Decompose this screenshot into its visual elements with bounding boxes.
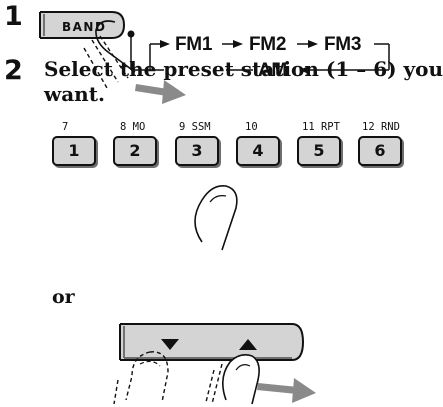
step-2-instruction-line2: want.: [44, 82, 105, 106]
preset-button-3[interactable]: 3: [175, 136, 219, 166]
preset-button-4[interactable]: 4: [236, 136, 280, 166]
finger-press-preset-icon: [194, 184, 238, 251]
or-text: or: [52, 286, 75, 308]
push-arrow-right-icon: [257, 378, 316, 403]
step-1-number: 1: [4, 1, 23, 32]
up-down-rocker-button[interactable]: [119, 323, 305, 361]
flow-label-fm1: FM1: [175, 34, 213, 55]
preset-button-5[interactable]: 5: [297, 136, 341, 166]
preset-5-top-label: 11 RPT: [302, 121, 340, 133]
flow-label-am: AM: [258, 60, 287, 81]
finger-press-icon: [83, 20, 136, 89]
preset-6-top-label: 12 RND: [362, 121, 400, 133]
up-down-rocker-illustration: [113, 323, 316, 405]
arrow-to-am-icon: [299, 66, 309, 74]
flow-label-fm3: FM3: [324, 34, 362, 55]
preset-button-6-number: 6: [374, 141, 386, 160]
preset-2-top-label: 8 MO: [120, 121, 146, 133]
preset-button-4-number: 4: [252, 141, 264, 160]
preset-button-5-number: 5: [313, 141, 325, 160]
preset-button-1[interactable]: 1: [52, 136, 96, 166]
preset-4-top-label: 10: [245, 121, 258, 133]
up-triangle-icon[interactable]: [239, 339, 257, 350]
band-button[interactable]: [39, 11, 126, 39]
push-arrow-icon: [135, 80, 186, 104]
preset-button-1-number: 1: [68, 141, 80, 160]
arrow-fm1-fm2-icon: [233, 40, 243, 48]
preset-button-2-number: 2: [129, 141, 141, 160]
preset-button-2[interactable]: 2: [113, 136, 157, 166]
flow-label-fm2: FM2: [249, 34, 287, 55]
preset-button-3-number: 3: [191, 141, 203, 160]
step-2-instruction-line1: Select the preset station (1 – 6) you: [44, 57, 443, 81]
preset-button-6[interactable]: 6: [358, 136, 402, 166]
arrow-fm2-fm3-icon: [308, 40, 318, 48]
down-triangle-icon[interactable]: [161, 339, 179, 350]
preset-1-top-label: 7: [62, 121, 69, 133]
arrow-to-fm1-icon: [160, 40, 170, 48]
step-2-number: 2: [4, 55, 23, 86]
band-button-illustration: BAND: [39, 11, 390, 104]
band-button-label: BAND: [62, 20, 106, 34]
finger-press-left-icon: [113, 351, 169, 405]
preset-3-top-label: 9 SSM: [179, 121, 211, 133]
finger-press-right-icon: [205, 354, 260, 405]
